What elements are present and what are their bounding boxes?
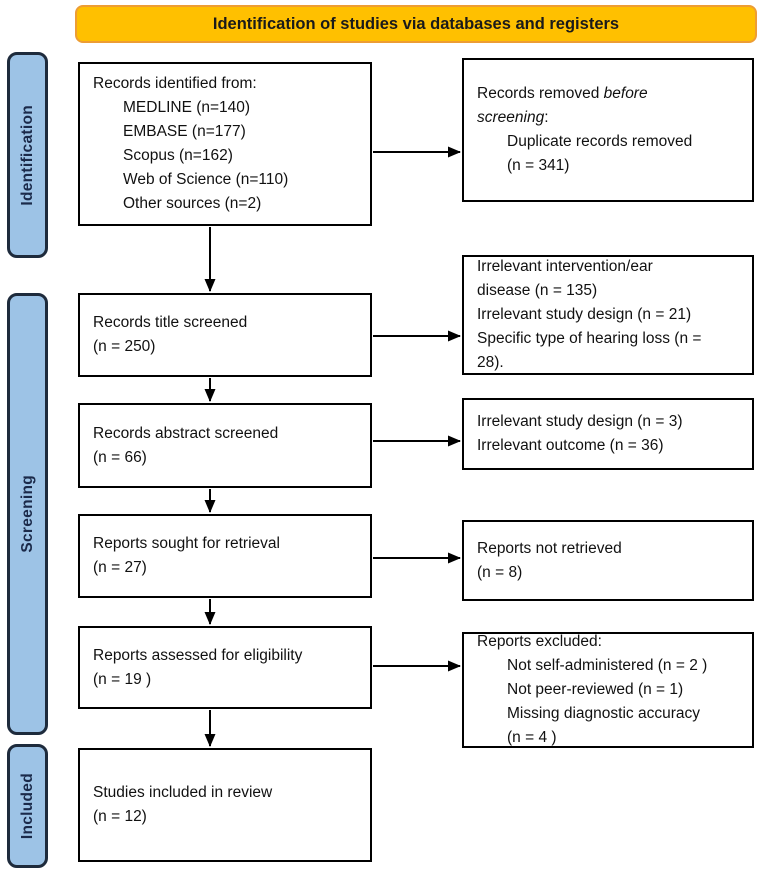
box-item-list: Not self-administered (n = 2 ) Not peer-… xyxy=(477,654,744,750)
box-line: Specific type of hearing loss (n = xyxy=(477,330,702,347)
box-line: Irrelevant outcome (n = 36) xyxy=(477,437,664,454)
box-title: Records identified from: xyxy=(93,75,257,92)
box-line: Irrelevant intervention/ear xyxy=(477,258,653,275)
box-title: Reports excluded: xyxy=(477,633,602,650)
box-abstract-screened: Records abstract screened (n = 66) xyxy=(78,403,372,488)
stage-identification-label: Identification xyxy=(18,104,36,206)
box-item-list: MEDLINE (n=140) EMBASE (n=177) Scopus (n… xyxy=(93,96,362,216)
stage-screening: Screening xyxy=(7,293,48,735)
box-item: Missing diagnostic accuracy xyxy=(507,705,700,722)
box-line: Studies included in review xyxy=(93,784,273,801)
box-count: (n = 250) xyxy=(93,338,156,355)
box-title: Records removed before xyxy=(477,85,648,102)
box-count: (n = 8) xyxy=(477,563,523,581)
box-reports-sought: Reports sought for retrieval (n = 27) xyxy=(78,514,372,598)
box-count: (n = 12) xyxy=(93,808,147,825)
box-item: Not peer-reviewed (n = 1) xyxy=(507,681,684,698)
box-item: Scopus (n=162) xyxy=(123,147,233,164)
box-reports-not-retrieved: Reports not retrieved (n = 8) xyxy=(462,520,754,601)
box-count: (n = 19 ) xyxy=(93,670,152,688)
stage-identification: Identification xyxy=(7,52,48,258)
box-title-screened: Records title screened (n = 250) xyxy=(78,293,372,377)
box-line: Records abstract screened xyxy=(93,424,279,442)
box-reports-assessed: Reports assessed for eligibility (n = 19… xyxy=(78,626,372,709)
box-reports-excluded: Reports excluded: Not self-administered … xyxy=(462,632,754,748)
box-records-identified: Records identified from: MEDLINE (n=140)… xyxy=(78,62,372,226)
box-abstract-exclusions: Irrelevant study design (n = 3) Irreleva… xyxy=(462,398,754,470)
box-item: MEDLINE (n=140) xyxy=(123,99,251,116)
box-line: Irrelevant study design (n = 21) xyxy=(477,306,692,323)
box-item: EMBASE (n=177) xyxy=(123,123,246,140)
box-line: disease (n = 135) xyxy=(477,282,598,299)
box-line: 28). xyxy=(477,354,504,371)
box-title-exclusions: Irrelevant intervention/ear disease (n =… xyxy=(462,255,754,375)
box-title-cont: screening: xyxy=(477,109,549,126)
stage-included-label: Included xyxy=(18,772,36,840)
box-line: Records title screened xyxy=(93,314,248,331)
box-item: Not self-administered (n = 2 ) xyxy=(507,657,708,674)
box-line: Irrelevant study design (n = 3) xyxy=(477,413,683,430)
box-item: Web of Science (n=110) xyxy=(123,171,289,188)
stage-screening-label: Screening xyxy=(18,475,36,553)
box-line: Reports assessed for eligibility xyxy=(93,646,303,664)
banner-title: Identification of studies via databases … xyxy=(75,5,757,43)
box-count: (n = 66) xyxy=(93,448,147,466)
box-count: (n = 27) xyxy=(93,559,147,576)
box-records-removed: Records removed before screening: Duplic… xyxy=(462,58,754,202)
box-line: Reports sought for retrieval xyxy=(93,535,280,552)
box-studies-included: Studies included in review (n = 12) xyxy=(78,748,372,862)
box-line: Reports not retrieved xyxy=(477,539,622,557)
box-item: (n = 341) xyxy=(507,157,570,174)
box-item-list: Duplicate records removed (n = 341) xyxy=(477,130,744,178)
stage-included: Included xyxy=(7,744,48,868)
box-item: Duplicate records removed xyxy=(507,133,693,150)
box-item: Other sources (n=2) xyxy=(123,195,262,212)
box-item: (n = 4 ) xyxy=(507,729,557,746)
